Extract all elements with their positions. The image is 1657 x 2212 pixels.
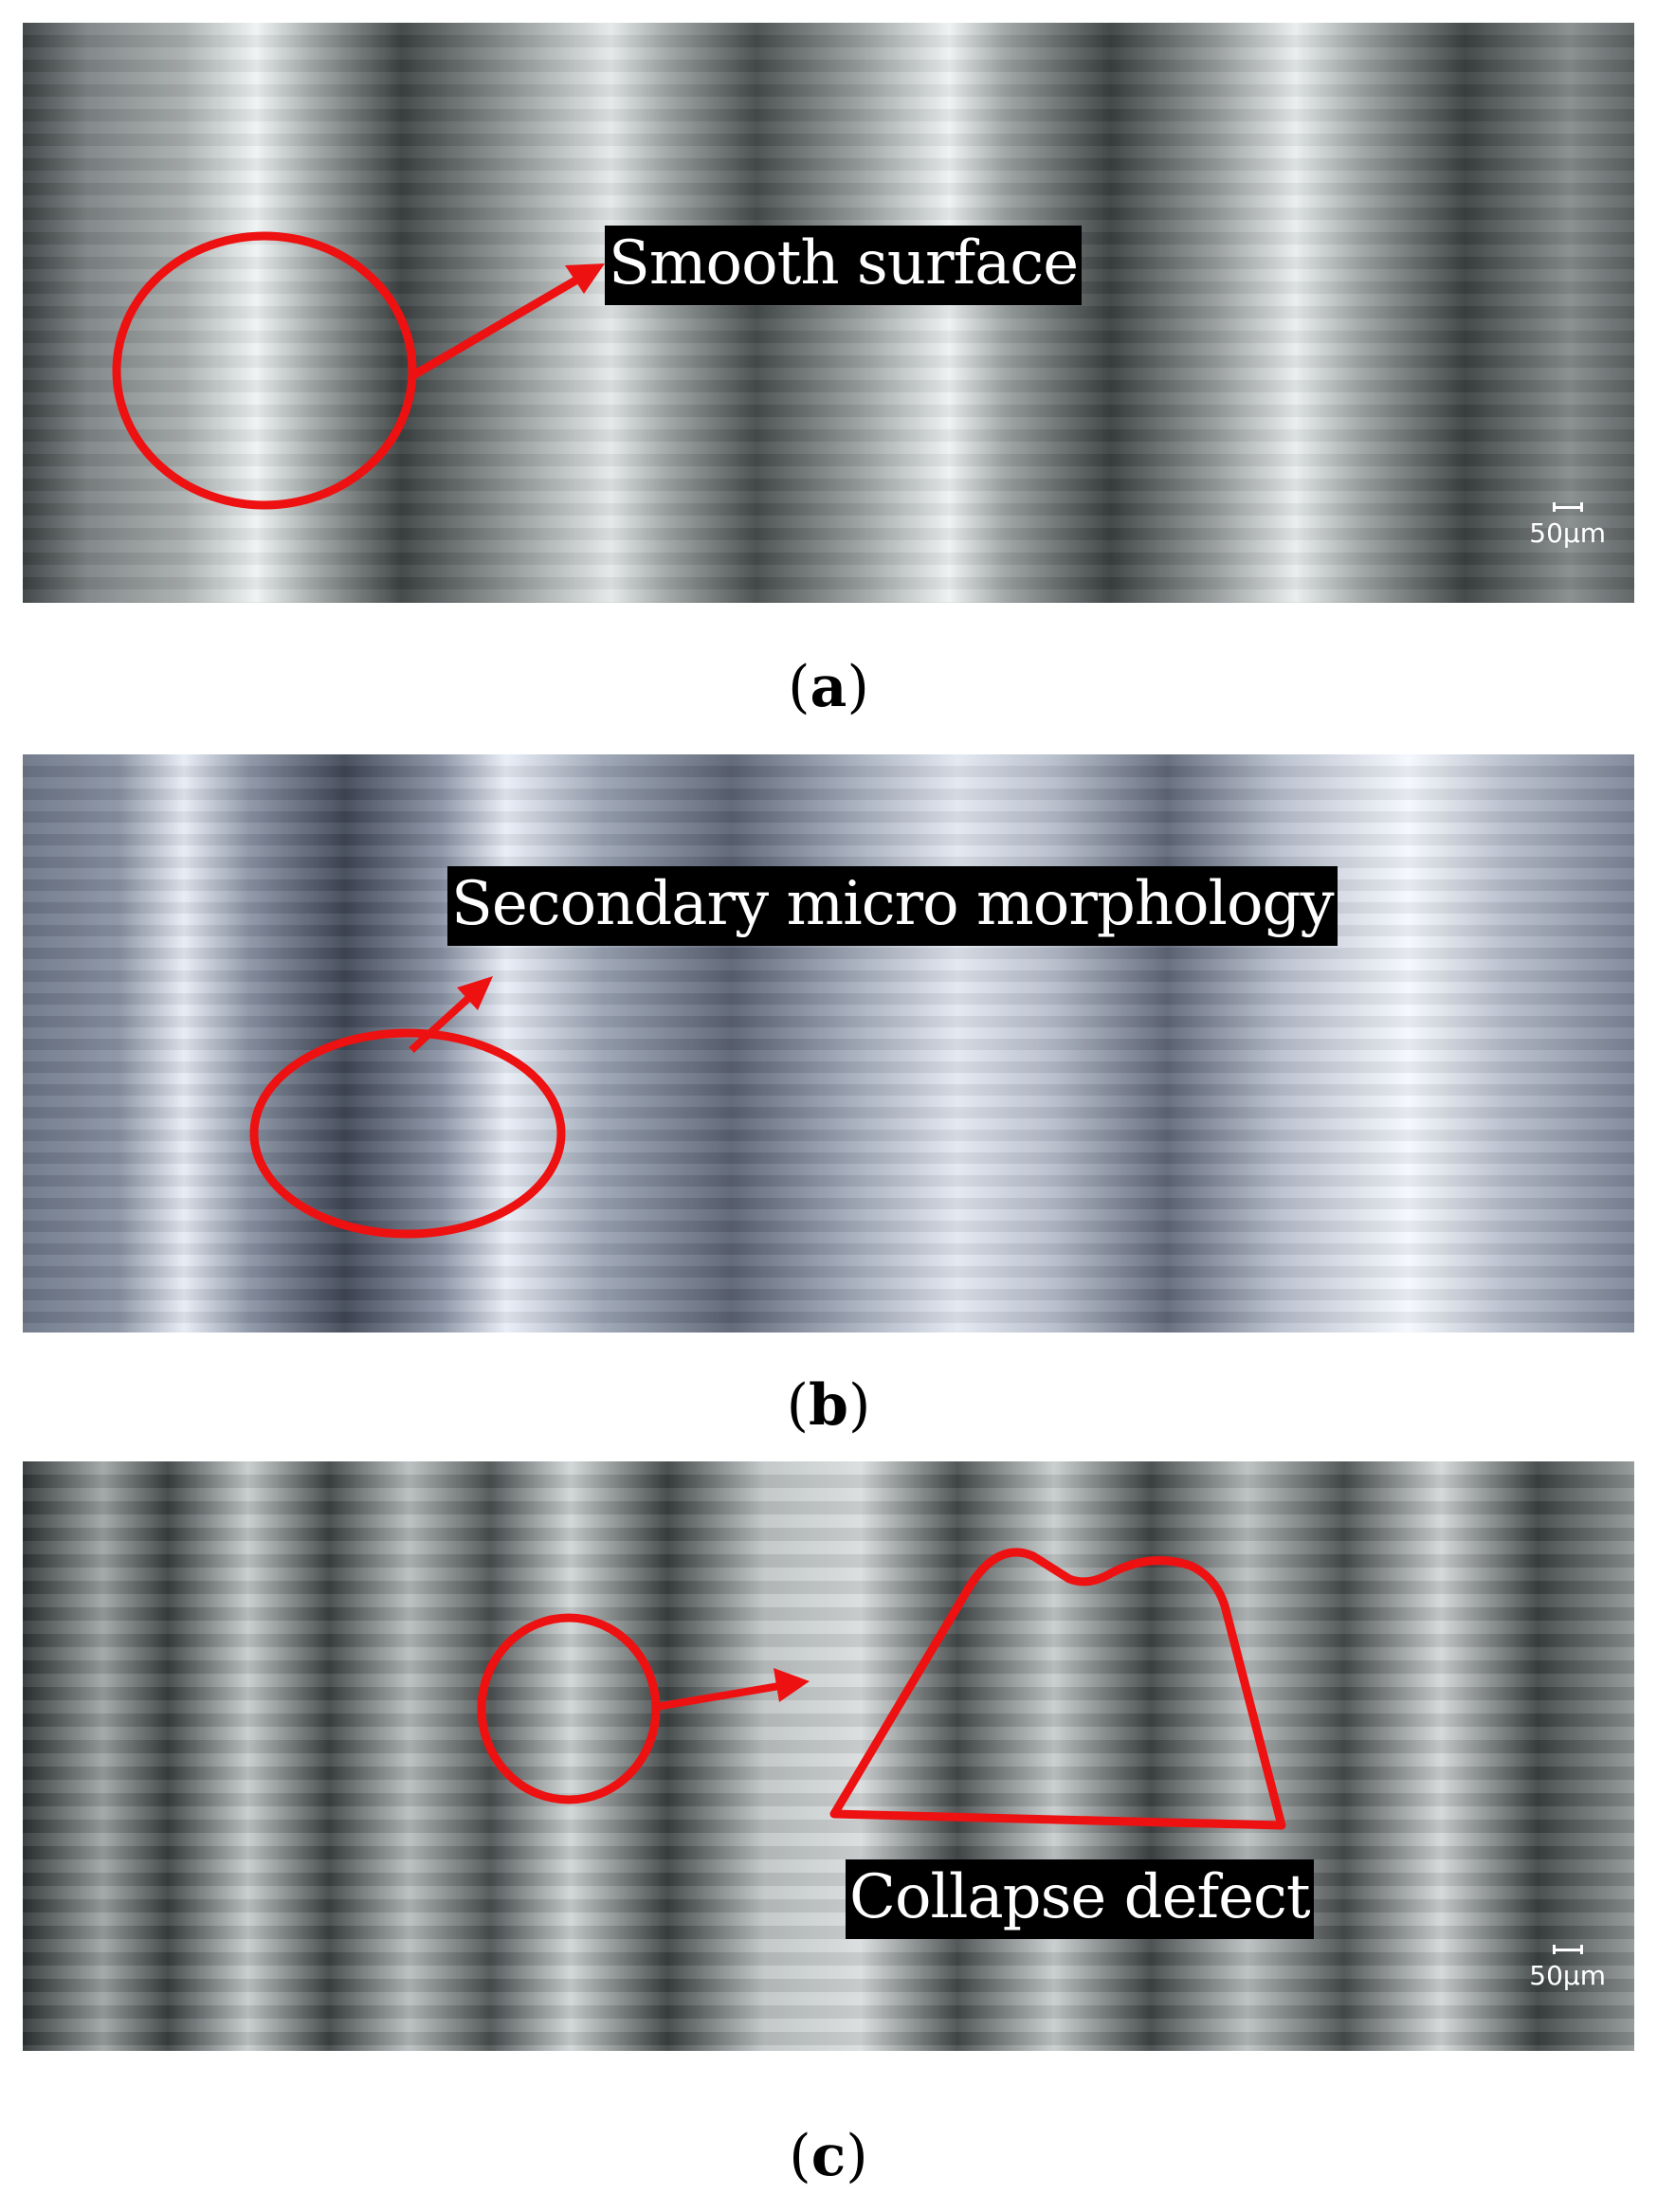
panel-caption-a: (a): [788, 654, 869, 720]
scale-bar-label: 50μm: [1529, 517, 1606, 549]
scale-bar-line: [1552, 1945, 1583, 1954]
scale-bar-a: 50μm: [1529, 502, 1606, 549]
micrograph-b-image: [23, 754, 1634, 1333]
micrograph-panel-c: Collapse defect 50μm: [23, 1461, 1634, 2051]
scale-bar-line: [1552, 502, 1583, 512]
annotation-label-collapse-defect: Collapse defect: [846, 1859, 1314, 1939]
panel-caption-b: (b): [786, 1372, 871, 1439]
annotation-label-secondary-micro-morphology: Secondary micro morphology: [447, 866, 1338, 946]
annotation-label-smooth-surface: Smooth surface: [605, 226, 1083, 305]
micrograph-c-image: [23, 1461, 1634, 2051]
micrograph-panel-b: Secondary micro morphology: [23, 754, 1634, 1333]
micrograph-a-image: [23, 23, 1634, 603]
scale-bar-label: 50μm: [1529, 1960, 1606, 1991]
micrograph-panel-a: Smooth surface 50μm: [23, 23, 1634, 603]
panel-caption-c: (c): [789, 2123, 868, 2189]
scale-bar-c: 50μm: [1529, 1945, 1606, 1991]
